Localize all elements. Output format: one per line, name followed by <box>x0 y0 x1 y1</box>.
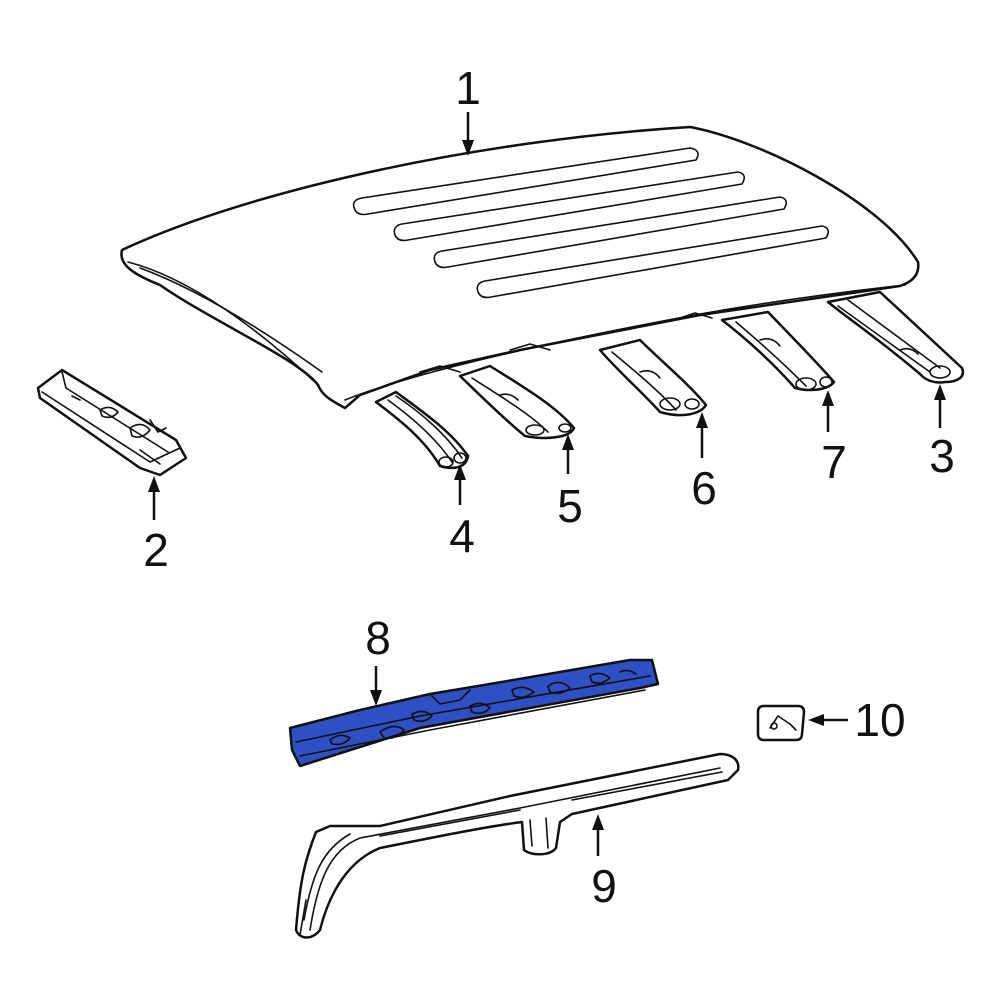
roof-side-rail-outer[interactable] <box>294 752 740 939</box>
arrowhead-2 <box>148 476 160 492</box>
callout-8: 8 <box>365 612 391 664</box>
small-bracket-plate[interactable] <box>756 704 806 742</box>
callout-3: 3 <box>929 430 955 482</box>
callout-4: 4 <box>449 510 475 562</box>
arrowhead-6 <box>696 412 708 428</box>
roof-bow-7[interactable] <box>720 310 836 392</box>
arrowhead-3 <box>934 384 946 400</box>
roof-bow-5[interactable] <box>458 364 576 440</box>
roof-panel[interactable] <box>120 125 920 410</box>
arrowhead-4 <box>454 464 466 480</box>
roof-side-rail-highlighted[interactable] <box>288 658 660 768</box>
rear-roof-bow[interactable] <box>826 290 965 384</box>
callout-2: 2 <box>143 524 169 576</box>
arrowhead-8 <box>370 690 382 706</box>
callout-7: 7 <box>821 436 847 488</box>
arrowhead-5 <box>562 434 574 450</box>
callout-10: 10 <box>854 694 905 746</box>
arrowhead-7 <box>822 390 834 406</box>
arrowhead-9 <box>592 814 604 830</box>
callout-numbers: 1 2 3 4 5 6 7 8 9 10 <box>143 62 955 912</box>
arrowhead-10 <box>808 714 824 726</box>
callout-6: 6 <box>691 462 717 514</box>
roof-bow-6[interactable] <box>598 338 708 417</box>
roof-bow-4[interactable] <box>374 390 470 470</box>
front-header-rail[interactable] <box>36 368 188 477</box>
callout-5: 5 <box>557 480 583 532</box>
arrowhead-1 <box>462 140 474 156</box>
callout-1: 1 <box>455 62 481 114</box>
callout-9: 9 <box>591 860 617 912</box>
leader-lines <box>148 112 946 856</box>
